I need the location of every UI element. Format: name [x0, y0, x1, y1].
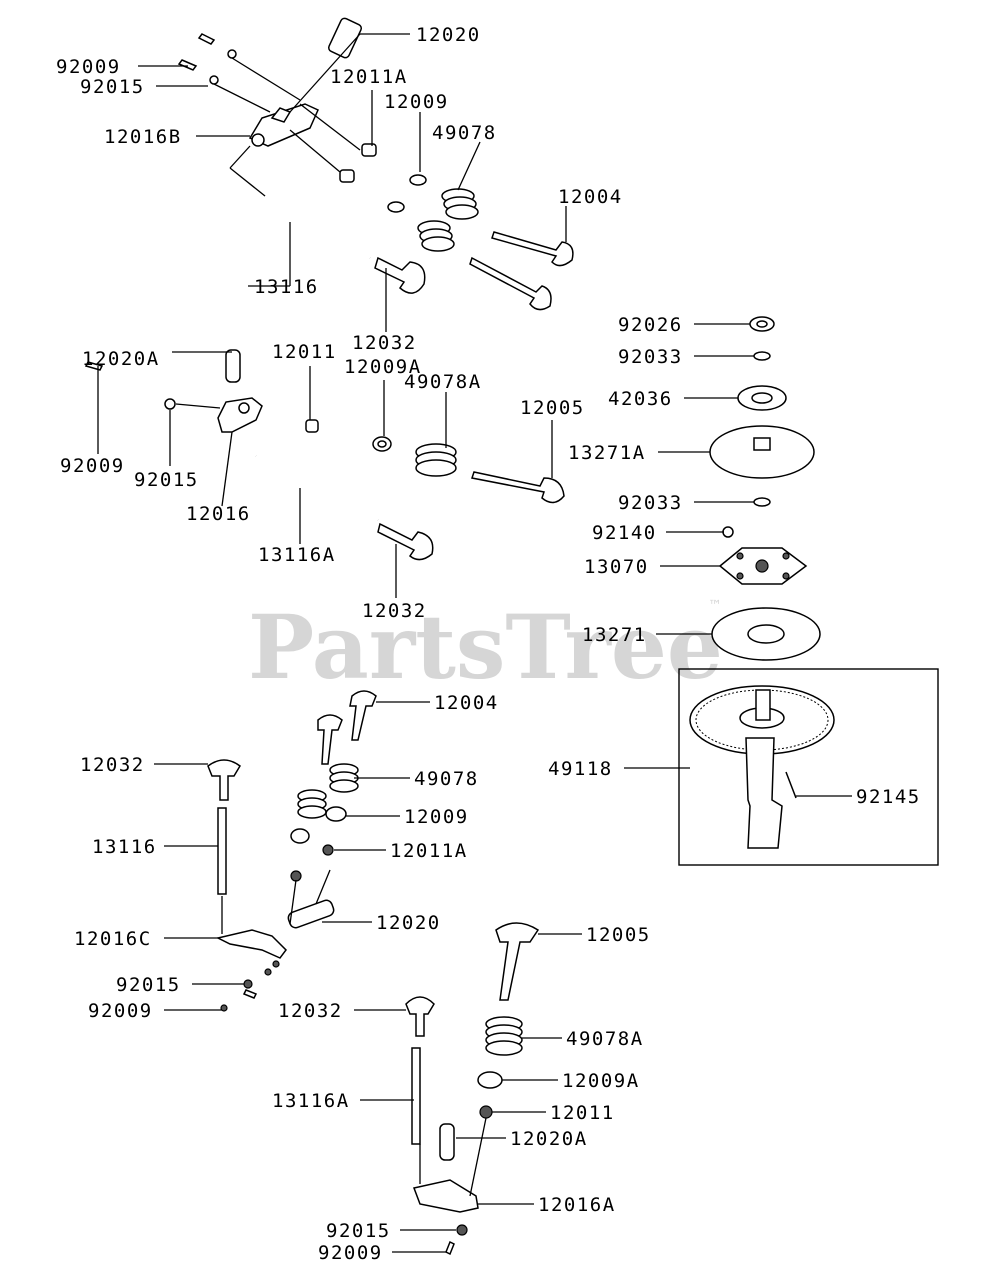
part-label[interactable]: 49078	[432, 122, 497, 144]
part-label[interactable]: 92140	[592, 522, 657, 544]
part-label[interactable]: 92015	[80, 76, 145, 98]
part-label[interactable]: 12011	[550, 1102, 615, 1124]
part-label[interactable]: 92015	[326, 1220, 391, 1242]
part-label[interactable]: 49078A	[404, 371, 482, 393]
part-label[interactable]: 12016B	[104, 126, 182, 148]
part-label[interactable]: 12032	[352, 332, 417, 354]
part-label[interactable]: 92015	[134, 469, 199, 491]
part-label[interactable]: 49078	[414, 768, 479, 790]
part-label[interactable]: 12016A	[538, 1194, 616, 1216]
part-label[interactable]: 13271A	[568, 442, 646, 464]
part-label[interactable]: 42036	[608, 388, 673, 410]
watermark-trademark: ™	[708, 598, 722, 614]
part-label[interactable]: 13116	[92, 836, 157, 858]
part-label[interactable]: 12032	[362, 600, 427, 622]
part-label[interactable]: 92009	[88, 1000, 153, 1022]
part-label[interactable]: 12020	[376, 912, 441, 934]
part-label[interactable]: 49118	[548, 758, 613, 780]
part-label[interactable]: 12016	[186, 503, 251, 525]
part-label[interactable]: 13070	[584, 556, 649, 578]
part-label[interactable]: 12004	[434, 692, 499, 714]
part-label[interactable]: 12020	[416, 24, 481, 46]
part-label[interactable]: 12004	[558, 186, 623, 208]
part-label[interactable]: 12020A	[82, 348, 160, 370]
part-label[interactable]: 92033	[618, 492, 683, 514]
part-label[interactable]: 12020A	[510, 1128, 588, 1150]
part-label[interactable]: 12032	[278, 1000, 343, 1022]
part-label[interactable]: 12032	[80, 754, 145, 776]
part-label[interactable]: 12016C	[74, 928, 152, 950]
middle-valve-group	[84, 349, 565, 561]
watermark-text: PartsTree	[248, 595, 723, 699]
camshaft-callout-box	[678, 668, 939, 866]
part-labels: 12020 92009 12011A 92015 12009 12016B 49…	[56, 24, 921, 1264]
part-label[interactable]: 13116A	[272, 1090, 350, 1112]
part-label[interactable]: 92015	[116, 974, 181, 996]
part-label[interactable]: 12009A	[562, 1070, 640, 1092]
part-label[interactable]: 13116	[254, 276, 319, 298]
part-label[interactable]: 12005	[586, 924, 651, 946]
part-label[interactable]: 12009	[384, 91, 449, 113]
part-label[interactable]: 13116A	[258, 544, 336, 566]
part-label[interactable]: 92026	[618, 314, 683, 336]
part-label[interactable]: 92009	[56, 56, 121, 78]
part-label[interactable]: 92009	[318, 1242, 383, 1264]
part-label[interactable]: 13271	[582, 624, 647, 646]
part-label[interactable]: 92009	[60, 455, 125, 477]
lower-valve-group	[207, 690, 377, 1012]
part-label[interactable]: 49078A	[566, 1028, 644, 1050]
part-label[interactable]: 12011A	[330, 66, 408, 88]
part-label[interactable]: 12011	[272, 341, 337, 363]
part-label[interactable]: 12005	[520, 397, 585, 419]
part-label[interactable]: 92145	[856, 786, 921, 808]
part-label[interactable]: 12009	[404, 806, 469, 828]
leader-lines	[97, 33, 852, 1253]
part-label[interactable]: 92033	[618, 346, 683, 368]
part-label[interactable]: 12009A	[344, 356, 422, 378]
part-label[interactable]: 12011A	[390, 840, 468, 862]
governor-group	[678, 316, 939, 866]
top-valve-group	[177, 17, 574, 311]
